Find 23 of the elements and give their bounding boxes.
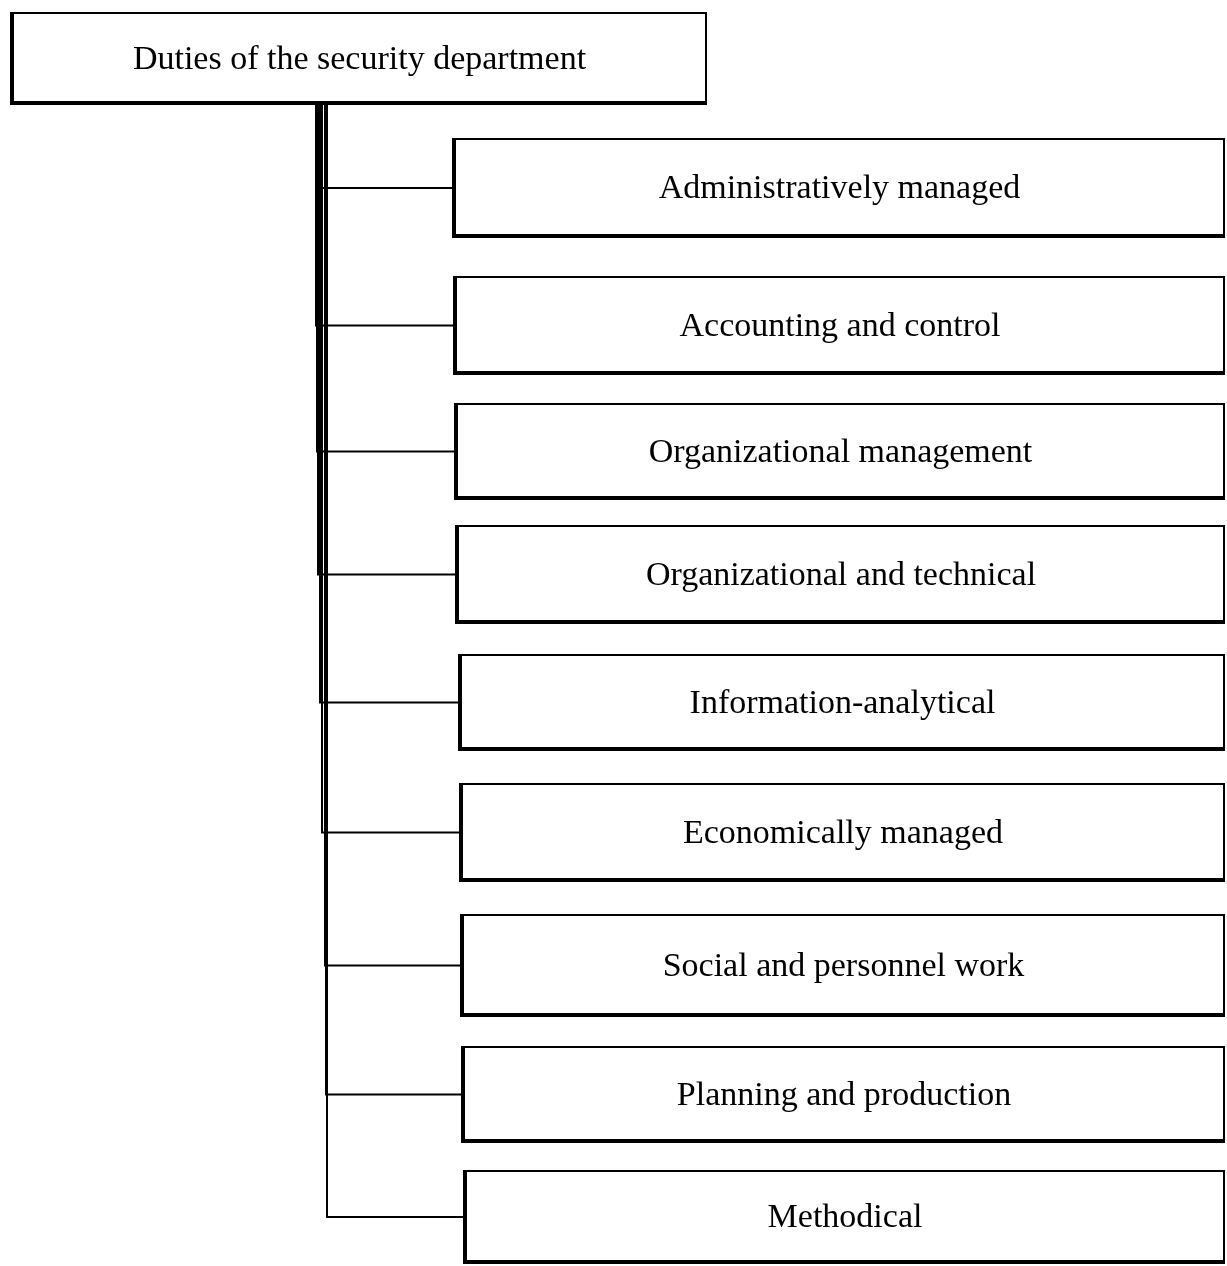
- box-label: Economically managed: [682, 812, 1003, 851]
- box-label: Duties of the security department: [132, 38, 587, 77]
- box-label: Organizational management: [648, 431, 1033, 470]
- connector: [321, 104, 460, 834]
- box-label: Information-analytical: [689, 682, 996, 721]
- duty-box: [460, 914, 1225, 1017]
- box-label: Planning and production: [676, 1074, 1012, 1113]
- duty-box: [453, 276, 1225, 375]
- duty-box: [463, 1170, 1225, 1264]
- connector: [317, 104, 456, 576]
- duty-box: [455, 525, 1225, 624]
- duty-box: [459, 783, 1225, 882]
- box-label: Social and personnel work: [662, 945, 1025, 984]
- box-label: Administratively managed: [658, 168, 1021, 206]
- connector: [319, 104, 459, 704]
- root-box: [10, 12, 707, 105]
- duty-box: [461, 1046, 1225, 1143]
- duty-box: [452, 138, 1225, 238]
- box-label: Organizational and technical: [645, 554, 1037, 593]
- box-label: Accounting and control: [679, 305, 1001, 344]
- duty-box: [454, 403, 1225, 500]
- duty-box: [458, 654, 1225, 751]
- box-label: Methodical: [767, 1197, 923, 1235]
